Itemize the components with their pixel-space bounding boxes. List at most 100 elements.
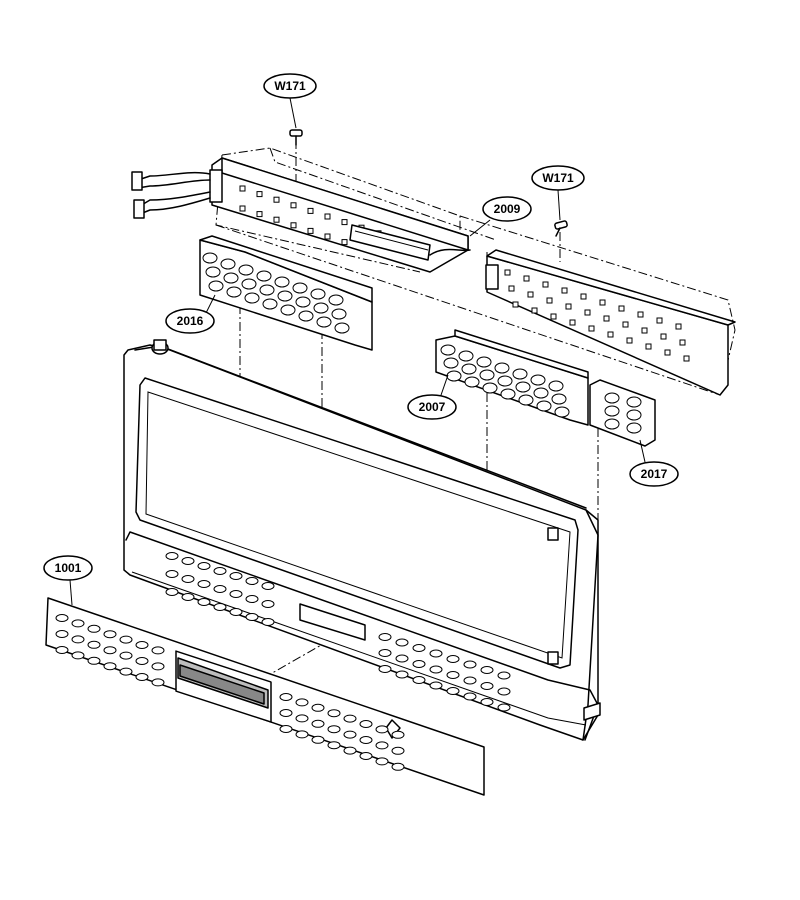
callout-2009-label: 2009: [494, 202, 521, 216]
callout-1001-label: 1001: [55, 561, 82, 575]
rubber-key: [208, 280, 224, 292]
frame-button: [480, 666, 494, 674]
callout-w171-top-label: W171: [274, 79, 306, 93]
frame-button: [446, 671, 460, 679]
panel-button: [327, 741, 341, 750]
frame-button: [261, 582, 275, 590]
rubber-key: [256, 270, 272, 282]
frame-button: [446, 687, 460, 695]
rubber-key: [482, 382, 498, 394]
panel-button: [375, 757, 389, 766]
panel-button: [343, 746, 357, 755]
panel-button: [375, 741, 389, 750]
frame-button: [213, 585, 227, 593]
panel-button: [359, 752, 373, 760]
rubber-key: [292, 282, 308, 294]
rubber-key: [277, 290, 293, 302]
frame-button: [229, 608, 243, 616]
frame-button: [463, 692, 477, 701]
rubber-key: [223, 272, 239, 284]
pcb-pad: [599, 299, 606, 306]
keypad-2016: [199, 235, 373, 351]
pcb-pad: [656, 317, 663, 324]
rubber-key: [241, 278, 257, 290]
panel-button: [71, 651, 85, 660]
frame-button: [395, 654, 409, 663]
rubber-key: [551, 393, 567, 405]
panel-button: [87, 656, 101, 665]
pcb-pad: [307, 227, 314, 234]
pcb-pad: [664, 349, 671, 356]
pcb-pad: [607, 331, 614, 338]
rubber-key: [604, 405, 620, 417]
rubber-key: [226, 286, 242, 298]
frame-button: [378, 649, 392, 657]
frame-button: [245, 577, 259, 585]
rubber-key: [512, 368, 528, 380]
panel-button: [391, 730, 405, 739]
pcb-pad: [675, 323, 682, 330]
callout-2017-label: 2017: [641, 467, 668, 481]
pcb-pad: [569, 319, 576, 326]
panel-button: [359, 720, 373, 728]
pcb-pad: [324, 233, 331, 240]
pcb-pad: [512, 301, 519, 308]
panel-button: [135, 673, 149, 681]
frame-button: [429, 681, 443, 690]
control-panel-sheet-1001: [45, 597, 485, 796]
pcb-pad: [290, 222, 297, 229]
panel-button: [119, 635, 133, 644]
frame-button: [245, 613, 259, 621]
callout-w171-right: W171: [531, 165, 585, 221]
pcb-pad: [618, 305, 625, 312]
rubber-key: [244, 292, 260, 304]
frame-button: [261, 600, 275, 608]
frame-button: [229, 572, 243, 580]
pcb-pad: [660, 333, 667, 340]
callout-2007: 2007: [407, 374, 457, 420]
callout-2016-label: 2016: [177, 314, 204, 328]
pcb-pad: [683, 355, 690, 362]
frame-button: [480, 682, 494, 690]
panel-button: [279, 725, 293, 733]
frame-button: [463, 676, 477, 685]
panel-button: [103, 646, 117, 655]
callout-w171-top: W171: [263, 73, 317, 129]
frame-button: [197, 580, 211, 588]
panel-button: [119, 667, 133, 676]
rubber-key: [518, 394, 534, 406]
panel-button: [343, 714, 357, 723]
pcb-pad: [324, 213, 331, 220]
frame-button: [261, 618, 275, 626]
frame-button: [463, 660, 477, 669]
pcb-pad: [504, 269, 511, 276]
panel-button: [311, 703, 325, 712]
panel-button: [151, 662, 165, 671]
rubber-key: [316, 316, 332, 328]
panel-button: [327, 709, 341, 718]
rubber-key: [262, 298, 278, 310]
rubber-key: [310, 288, 326, 300]
panel-button: [151, 646, 165, 655]
pcb-pad: [273, 196, 280, 203]
rubber-key: [604, 418, 620, 430]
rubber-key: [554, 406, 570, 418]
pcb-pad: [307, 207, 314, 214]
frame-button: [181, 557, 195, 565]
panel-button: [375, 725, 389, 734]
panel-button: [279, 693, 293, 701]
lower-pcb-board: [485, 249, 736, 396]
pcb-pad: [637, 311, 644, 318]
panel-button: [295, 698, 309, 707]
upper-pcb-board: [131, 157, 471, 273]
callout-w171-right-label: W171: [542, 171, 574, 185]
pcb-pad: [588, 325, 595, 332]
rubber-key: [604, 392, 620, 404]
frame-button: [197, 598, 211, 606]
rubber-key: [295, 296, 311, 308]
pcb-pad: [531, 307, 538, 314]
pcb-pad: [273, 216, 280, 223]
keypad-2007: [435, 329, 589, 426]
frame-button: [229, 590, 243, 598]
frame-button: [378, 633, 392, 641]
